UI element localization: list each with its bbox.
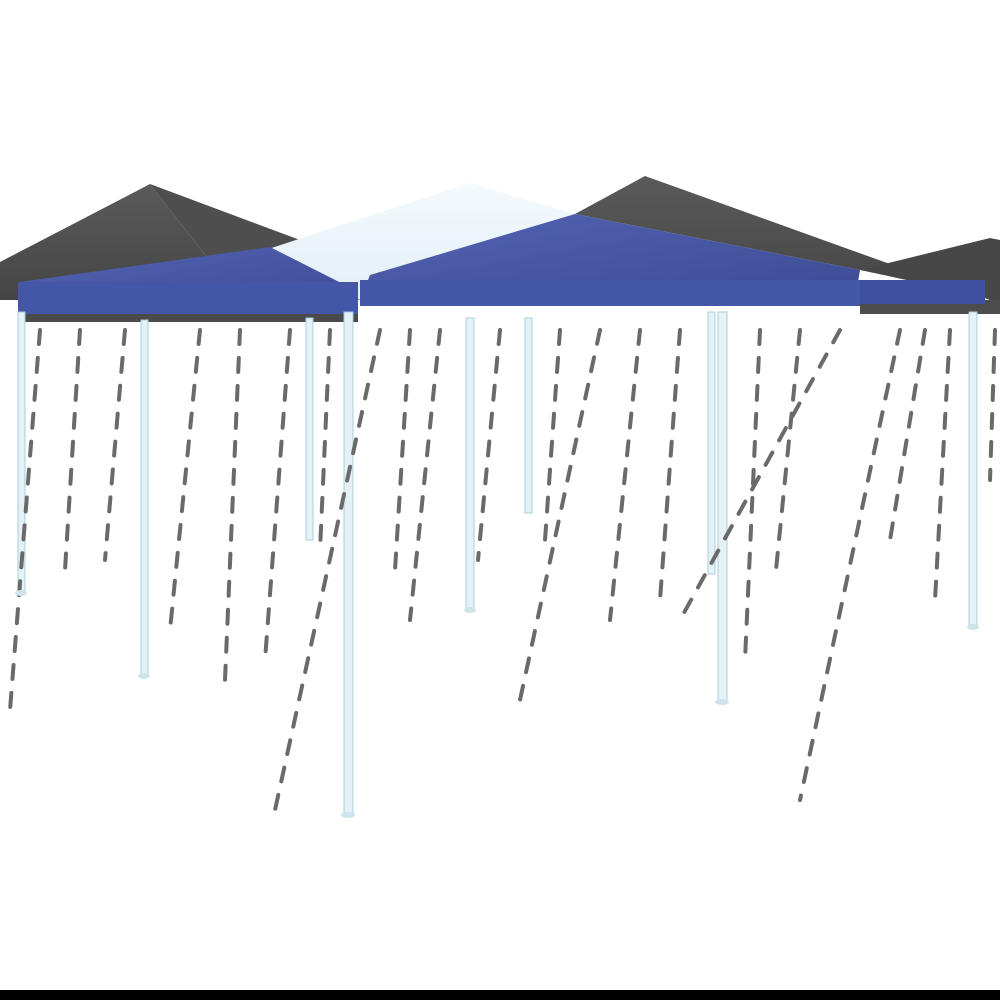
rope-4: [168, 328, 202, 632]
blue-roof-right: [360, 214, 860, 300]
rope-11: [476, 328, 502, 562]
rope-15: [658, 328, 682, 602]
blue-valance-far: [860, 280, 985, 304]
rope-8: [273, 328, 382, 812]
rope-10: [408, 328, 442, 622]
rope-16: [743, 328, 762, 662]
rope-7: [318, 328, 332, 552]
rope-22: [988, 328, 997, 482]
leg-7: [707, 311, 716, 575]
base-1: [15, 590, 27, 596]
base-8: [715, 699, 729, 705]
base-5: [464, 607, 476, 613]
leg-6: [524, 317, 533, 514]
rope-13: [518, 328, 602, 702]
leg-8: [717, 311, 728, 703]
rope-3: [103, 328, 127, 562]
rope-21: [933, 328, 952, 602]
base-4: [341, 812, 355, 818]
base-9: [967, 624, 979, 630]
bottom-bar: [0, 990, 1000, 1000]
rope-18: [678, 328, 842, 622]
rope-12: [543, 328, 562, 542]
base-2: [138, 673, 150, 679]
rope-17: [773, 328, 802, 582]
rope-20: [888, 328, 927, 542]
leg-5: [465, 317, 475, 611]
rope-6: [263, 328, 292, 662]
rope-19: [798, 328, 902, 802]
leg-3: [305, 317, 314, 541]
guy-ropes: [8, 328, 997, 812]
rope-2: [63, 328, 82, 572]
blue-canopy-tent-left: [18, 247, 358, 322]
white-canopy-tent: [250, 183, 575, 300]
blue-canopy-tent-right: [360, 214, 985, 306]
white-roof: [250, 183, 575, 300]
leg-4: [343, 311, 354, 816]
rope-5: [223, 328, 242, 682]
leg-2: [140, 319, 149, 676]
blue-valance-right: [360, 280, 860, 306]
blue-valance-left: [18, 282, 358, 314]
leg-bases: [15, 590, 979, 818]
grey-valance-left-behind: [18, 314, 358, 322]
rope-1: [8, 328, 42, 712]
tent-legs: [17, 311, 978, 816]
leg-9: [968, 311, 978, 628]
rope-9: [393, 328, 412, 572]
leg-1: [17, 311, 26, 593]
rope-14: [608, 328, 642, 622]
